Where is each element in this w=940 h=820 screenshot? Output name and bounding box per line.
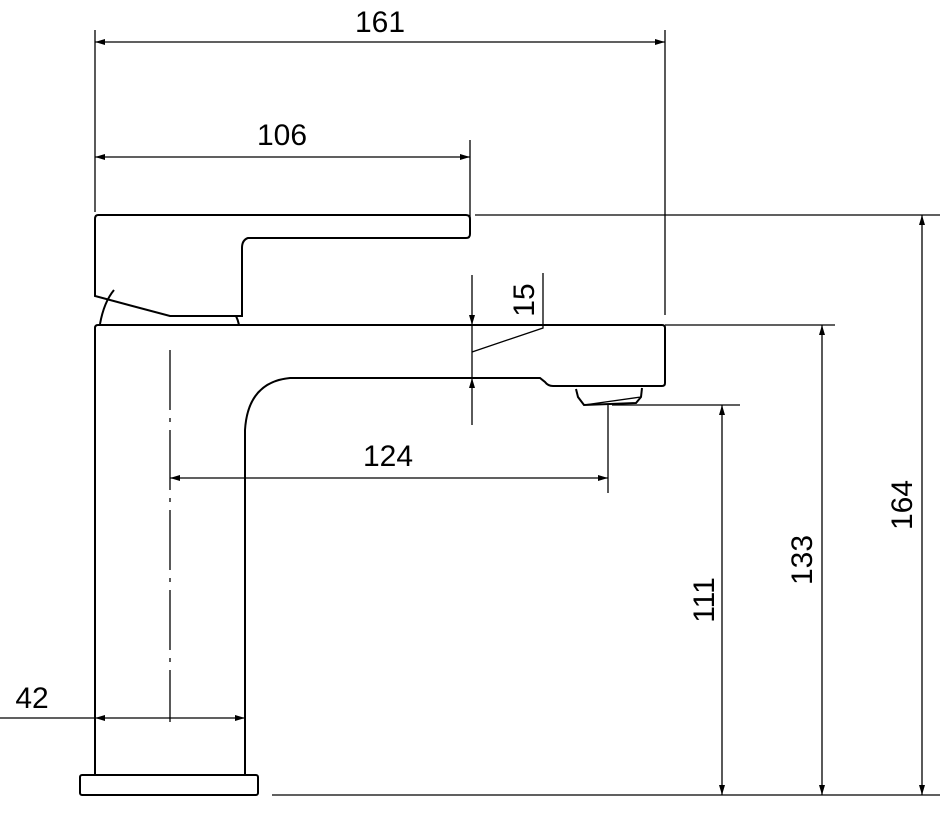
dimension-handle-length: 106 bbox=[95, 119, 471, 232]
dimension-spout-thickness: 15 bbox=[469, 273, 544, 425]
dim-label-133: 133 bbox=[786, 535, 819, 585]
dim-label-106: 106 bbox=[257, 119, 307, 152]
dim-label-124: 124 bbox=[363, 440, 413, 473]
tap-body bbox=[94, 324, 666, 775]
dimension-spout-reach: 124 bbox=[170, 405, 609, 493]
dim-label-161: 161 bbox=[355, 6, 405, 39]
dimension-overall-height: 164 bbox=[475, 214, 940, 795]
dim-label-111: 111 bbox=[688, 577, 721, 623]
dim-label-42: 42 bbox=[15, 682, 48, 715]
dim-label-164: 164 bbox=[886, 480, 919, 530]
aerator bbox=[575, 387, 643, 407]
dimension-outlet-height: 111 bbox=[612, 404, 740, 795]
handle-pivot-arc-right bbox=[235, 315, 240, 326]
dimension-body-width: 42 bbox=[0, 682, 245, 721]
dimension-overall-width: 161 bbox=[94, 6, 666, 315]
base-plate bbox=[79, 774, 259, 796]
handle bbox=[94, 214, 471, 317]
dimension-spout-top-height: 133 bbox=[665, 324, 835, 795]
dim-label-15: 15 bbox=[508, 283, 541, 316]
tap-outline bbox=[79, 214, 940, 796]
aerator-bottom bbox=[583, 396, 642, 406]
handle-pivot-arc bbox=[99, 289, 115, 325]
